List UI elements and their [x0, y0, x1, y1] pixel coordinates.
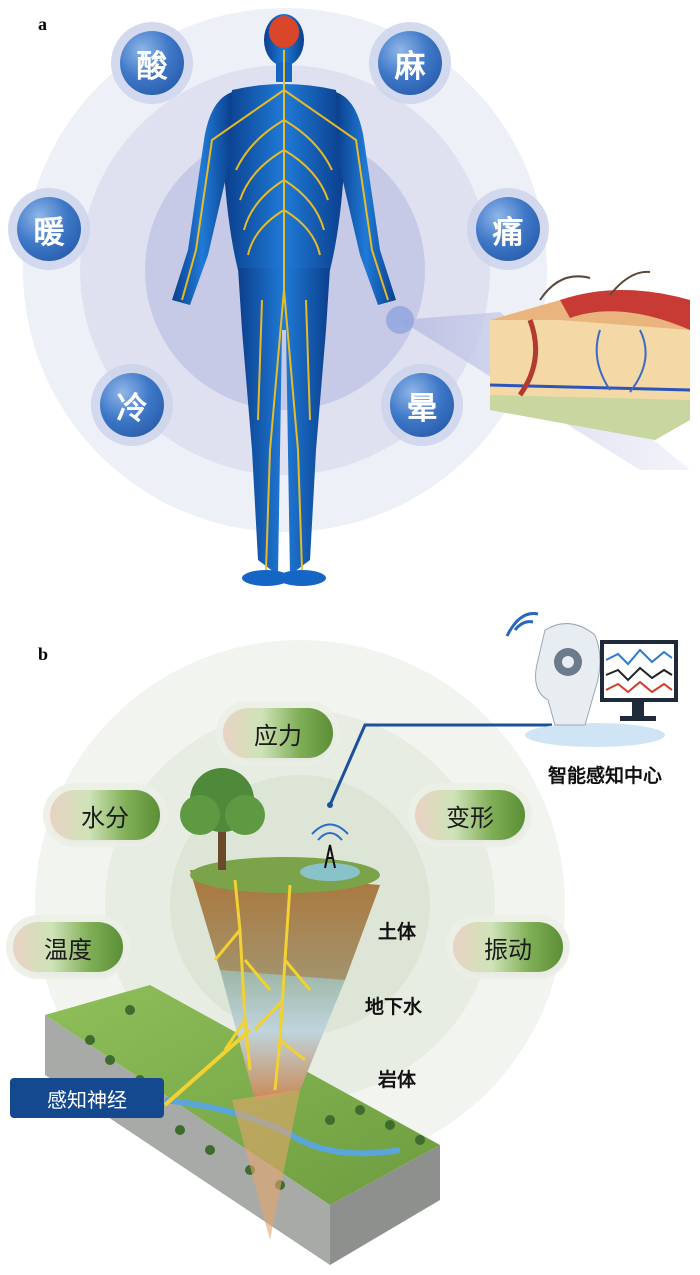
signal-tower-icon	[300, 823, 360, 881]
layer-label-groundwater: 地下水	[365, 996, 423, 1018]
layer-label-rock: 岩体	[378, 1069, 417, 1091]
root-nerves	[163, 879, 312, 1107]
panel-a-label: a	[38, 14, 47, 34]
factor-pill-stress: 应力	[223, 708, 333, 758]
connection-line	[328, 723, 552, 806]
sensation-bubble-warm: 暖	[17, 197, 81, 261]
panel-b-label: b	[38, 644, 49, 664]
sensation-bubble-cold: 冷	[100, 373, 164, 437]
sensation-bubble-sour: 酸	[120, 31, 184, 95]
factor-pill-moisture: 水分	[50, 790, 160, 840]
factor-pill-vibration: 振动	[453, 922, 563, 972]
intelligent-center-icon	[505, 611, 678, 747]
factor-pill-temperature: 温度	[13, 922, 123, 972]
factor-pill-deformation: 变形	[415, 790, 525, 840]
sensation-bubble-pain: 痛	[476, 197, 540, 261]
sensation-bubble-dizzy: 晕	[390, 373, 454, 437]
sensing-nerve-tag: 感知神经	[10, 1078, 164, 1118]
skin-cross-section	[489, 270, 691, 440]
tree	[180, 768, 265, 870]
sensation-bubble-numb: 麻	[378, 31, 442, 95]
panel-a-illustration	[23, 8, 691, 586]
nervous-system	[181, 50, 389, 571]
zoom-point	[386, 306, 414, 334]
layer-label-soil: 土体	[378, 921, 417, 943]
terrain-block	[45, 985, 440, 1265]
intelligent-center-label: 智能感知中心	[548, 765, 663, 787]
